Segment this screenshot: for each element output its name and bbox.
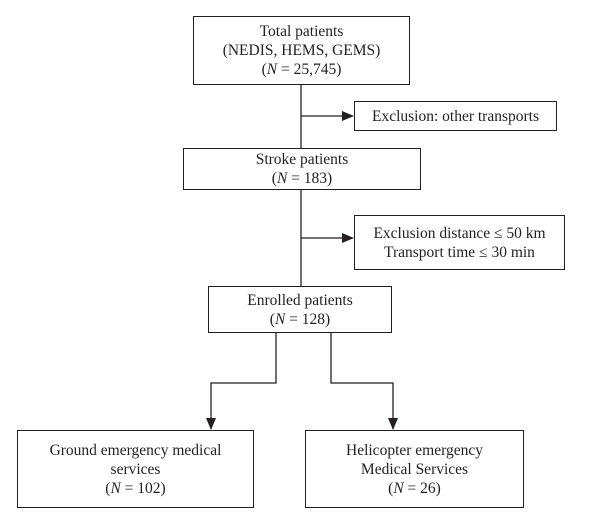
ground-ems-title-line2: services [110,460,161,478]
enrolled-patients-n-value: = 128 [285,310,326,328]
helicopter-ems-n-symbol: N [393,479,404,497]
helicopter-ems-title-line1: Helicopter emergency [346,441,483,459]
ground-ems-box: Ground emergency medical services (N = 1… [17,430,254,508]
exclusion-other-transports-label: Exclusion: other transports [371,107,540,125]
connector-enrolled-to-gems [206,333,277,430]
exclusion-other-transports-box: Exclusion: other transports [354,101,557,131]
stroke-patients-n-value: = 183 [287,170,328,187]
helicopter-ems-count: (N = 26) [388,479,441,497]
ground-ems-title-line1: Ground emergency medical [49,441,222,459]
total-patients-title: Total patients [259,23,344,40]
total-patients-n-value: = 25,745 [277,61,337,78]
ground-ems-n-symbol: N [110,479,121,497]
stroke-patients-count: (N = 183) [271,170,333,187]
helicopter-ems-box: Helicopter emergency Medical Services (N… [305,430,524,508]
ground-ems-count: (N = 102) [105,479,166,497]
total-patients-count: (N = 25,745) [261,61,342,78]
exclusion-distance-label: Exclusion distance ≤ 50 km [373,224,546,242]
exclusion-transport-time-label: Transport time ≤ 30 min [384,243,535,261]
enrolled-patients-n-symbol: N [274,310,286,328]
enrolled-patients-title: Enrolled patients [247,291,353,309]
total-patients-box: Total patients (NEDIS, HEMS, GEMS) (N = … [193,16,410,85]
stroke-patients-title: Stroke patients [255,151,349,168]
ground-ems-n-value: = 102 [120,479,161,497]
connector-enrolled-to-hems [330,333,398,430]
exclusion-distance-box: Exclusion distance ≤ 50 km Transport tim… [354,215,565,270]
stroke-patients-n-symbol: N [276,170,288,187]
enrolled-patients-box: Enrolled patients (N = 128) [208,286,392,333]
helicopter-ems-n-value: = 26 [403,479,436,497]
stroke-patients-box: Stroke patients (N = 183) [183,148,421,190]
total-patients-sources: (NEDIS, HEMS, GEMS) [222,42,381,59]
enrolled-patients-count: (N = 128) [269,310,331,328]
helicopter-ems-title-line2: Medical Services [360,460,469,478]
total-patients-n-symbol: N [266,61,278,78]
